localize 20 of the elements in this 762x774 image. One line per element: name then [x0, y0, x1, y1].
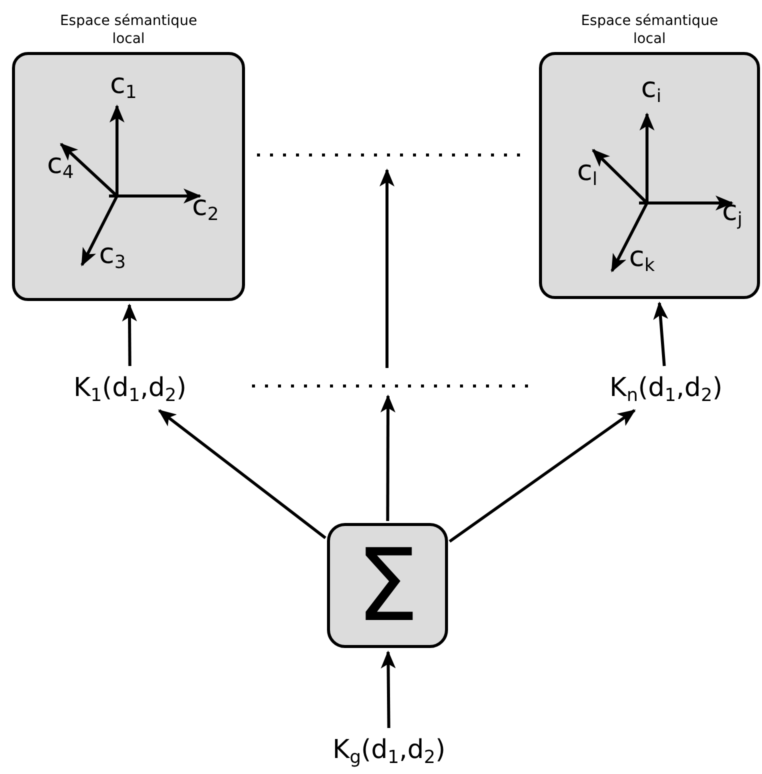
- sum-box: [327, 523, 448, 648]
- axis-label: c$_{2}$: [192, 189, 219, 222]
- arrow: [158, 409, 326, 540]
- arrow: [380, 650, 396, 728]
- kernel-label: K$_{1}$(d$_{1}$,d$_{2}$): [73, 375, 186, 401]
- panel-heading: Espace sémantique local: [580, 12, 720, 48]
- sum-symbol: Σ: [356, 536, 420, 636]
- axis-label: c$_{4}$: [47, 147, 74, 180]
- axis-label: c$_{k}$: [629, 240, 655, 273]
- axis-label: c$_{i}$: [641, 71, 662, 104]
- axis-label: c$_{3}$: [99, 237, 126, 270]
- axis-label: c$_{l}$: [577, 154, 598, 187]
- panel-heading: Espace sémantique local: [58, 12, 198, 48]
- kernel-label: K$_{n}$(d$_{1}$,d$_{2}$): [610, 375, 722, 401]
- arrow: [122, 304, 138, 366]
- axis-label: c$_{1}$: [110, 67, 137, 100]
- axis-label: c$_{j}$: [722, 194, 742, 227]
- arrow: [448, 409, 636, 543]
- arrow: [380, 394, 396, 521]
- arrow: [653, 302, 668, 366]
